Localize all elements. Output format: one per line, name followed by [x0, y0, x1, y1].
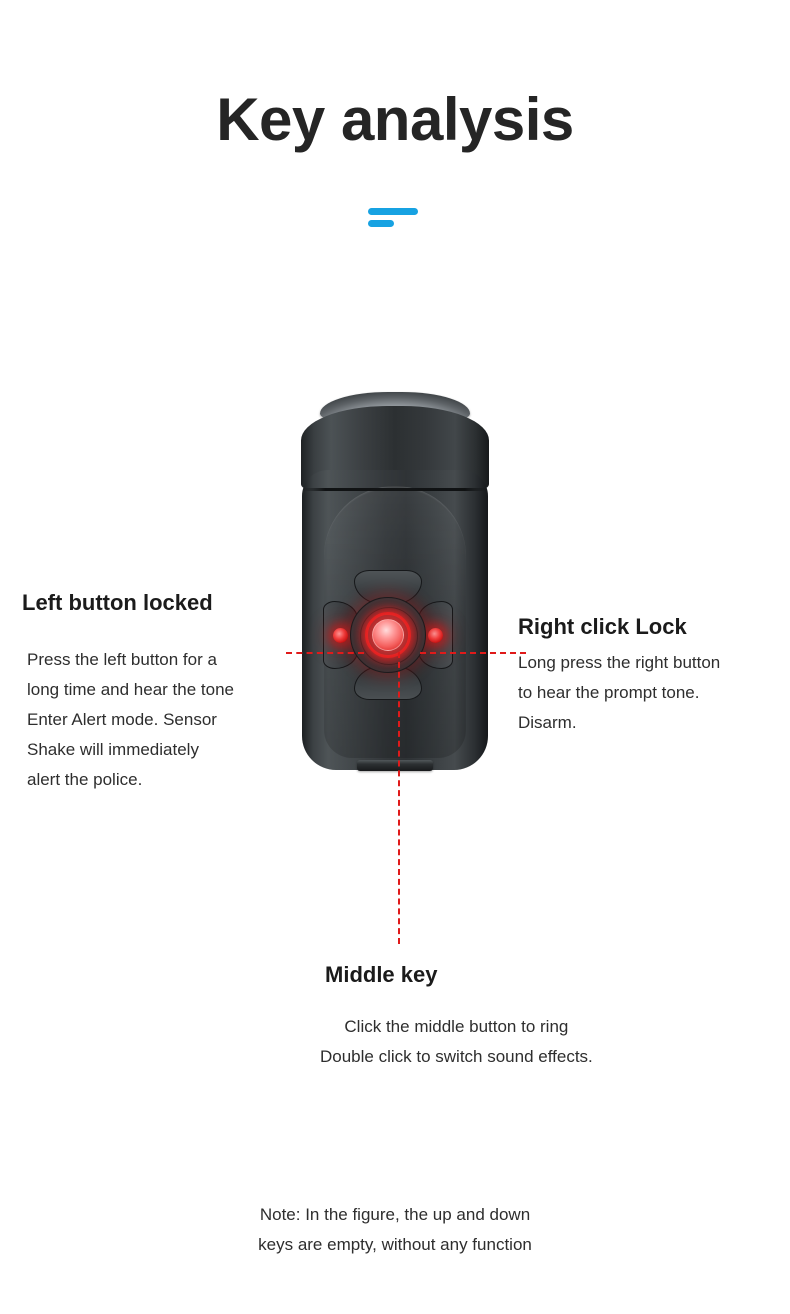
alarm-device-illustration	[295, 392, 495, 782]
callout-right-line: Disarm.	[518, 713, 577, 732]
footer-note-line: keys are empty, without any function	[258, 1235, 532, 1254]
callout-left-line: alert the police.	[27, 770, 143, 789]
four-way-keypad[interactable]	[323, 570, 453, 700]
divider-bar-long	[368, 208, 418, 215]
center-glow-ring-icon	[365, 612, 411, 658]
keypad-center-button[interactable]	[372, 619, 404, 651]
callout-left-line: Enter Alert mode. Sensor	[27, 710, 217, 729]
callout-right-body: Long press the right button to hear the …	[518, 648, 720, 738]
divider-bar-short	[368, 220, 394, 227]
callout-left-line: Press the left button for a	[27, 650, 217, 669]
callout-right-line: Long press the right button	[518, 653, 721, 672]
callout-left-heading: Left button locked	[22, 590, 213, 615]
device-foot-bar	[357, 760, 433, 771]
callout-middle-line: Double click to switch sound effects.	[320, 1047, 593, 1066]
callout-line-left	[286, 652, 364, 654]
title-divider-icon	[368, 208, 428, 234]
footer-note-line: Note: In the figure, the up and down	[259, 1205, 531, 1224]
callout-middle-line: Click the middle button to ring	[344, 1017, 569, 1036]
keypad-up-button[interactable]	[354, 570, 422, 605]
callout-right-line: to hear the prompt tone.	[518, 683, 700, 702]
callout-left-body: Press the left button for a long time an…	[27, 645, 234, 795]
callout-left-line: long time and hear the tone	[27, 680, 234, 699]
device-seam-line	[303, 488, 487, 491]
callout-line-middle	[398, 652, 400, 944]
callout-line-right	[420, 652, 526, 654]
callout-middle-body: Click the middle button to ring Double c…	[320, 1012, 593, 1072]
left-led-icon	[333, 628, 348, 643]
page-title: Key analysis	[216, 86, 574, 153]
right-led-icon	[428, 628, 443, 643]
callout-left-line: Shake will immediately	[27, 740, 199, 759]
callout-right-heading: Right click Lock	[518, 614, 687, 639]
footer-note: Note: In the figure, the up and down key…	[0, 1200, 790, 1260]
callout-middle-heading: Middle key	[325, 962, 438, 987]
